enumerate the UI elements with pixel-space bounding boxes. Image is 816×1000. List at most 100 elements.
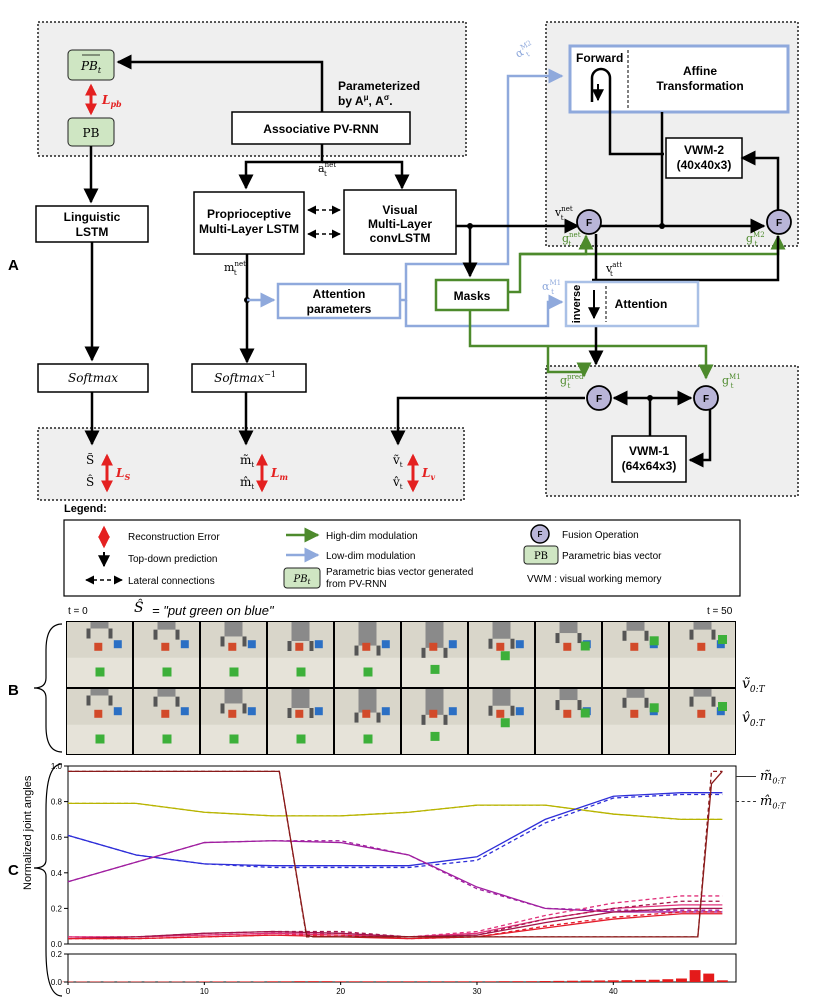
softmax-label: Softmax	[68, 371, 118, 385]
x-tick-label: 0	[66, 987, 71, 996]
legend-reconstruction: Reconstruction Error	[128, 532, 220, 543]
error-bar	[430, 981, 442, 982]
blue-cube	[515, 707, 524, 716]
vwm2-line1: VWM-2	[684, 143, 724, 157]
legend-pred: m̂0:T	[736, 794, 789, 811]
legend-fusion: Fusion Operation	[562, 530, 639, 541]
strip-frame	[67, 622, 132, 687]
blue-cube	[247, 640, 256, 649]
panel-label-b: B	[8, 682, 19, 699]
error-bar	[403, 981, 415, 982]
sentence-label: = "put green on blue"	[152, 603, 274, 618]
gripper-finger	[108, 628, 113, 639]
blue-cube	[515, 640, 524, 649]
gripper-finger	[108, 695, 113, 706]
error-bar	[321, 981, 333, 982]
gripper-arm	[492, 622, 511, 639]
error-bar	[648, 979, 660, 982]
forward-label: Forward	[576, 51, 623, 65]
green-cube	[363, 667, 373, 677]
error-bar	[226, 981, 238, 982]
legend-topdown: Top-down prediction	[128, 554, 218, 565]
frame-table	[469, 657, 534, 687]
fusion-node-2	[766, 209, 792, 235]
panel-b-brace	[33, 623, 63, 753]
strip-frame	[670, 689, 735, 754]
red-cube	[362, 709, 371, 718]
gripper-finger	[711, 629, 716, 640]
gripper-finger	[220, 636, 225, 647]
red-cube	[429, 642, 438, 651]
blue-cube	[113, 707, 122, 716]
legend-vwm: VWM : visual working memory	[527, 574, 661, 585]
error-bar	[689, 970, 701, 982]
red-cube	[295, 642, 304, 651]
strip-frame	[134, 689, 199, 754]
fusion-node-1-label: F	[586, 218, 592, 229]
gripper-finger	[488, 705, 493, 716]
parameterized-line2: by Aμ, Aσ.	[338, 93, 393, 108]
attention-params-line2: parameters	[307, 302, 372, 316]
frame-table	[536, 724, 601, 754]
gripper-arm	[626, 689, 645, 698]
forward-affine-box	[568, 44, 790, 114]
gripper-arm	[358, 622, 377, 646]
gripper-finger	[220, 703, 225, 714]
error-bar	[212, 981, 224, 982]
l-m-label: Lm	[270, 466, 288, 482]
blue-cube	[314, 707, 323, 716]
visual-line1: Visual	[382, 203, 417, 217]
gripper-finger	[689, 696, 694, 707]
strip-frame	[268, 689, 333, 754]
fusion-node-4	[693, 385, 719, 411]
error-bar	[662, 979, 674, 982]
red-cube	[429, 709, 438, 718]
legend-low-dim: Low-dim modulation	[326, 551, 416, 562]
error-bar	[444, 981, 456, 982]
gripper-finger	[287, 708, 292, 719]
bar-plot-area	[67, 953, 737, 983]
gripper-finger	[86, 628, 91, 639]
error-bar	[280, 981, 292, 982]
series-line-prediction	[67, 793, 723, 869]
error-bar	[485, 981, 497, 982]
error-bar	[635, 979, 647, 982]
blue-cube	[448, 640, 457, 649]
gripper-arm	[90, 689, 109, 696]
blue-cube	[113, 640, 122, 649]
strip-frame	[402, 689, 467, 754]
v-hat: v̂t	[392, 475, 403, 491]
visual-box	[343, 189, 457, 255]
legend-pb-generated-line2: from PV-RNN	[326, 579, 387, 590]
error-bar	[716, 980, 728, 982]
error-bar	[676, 978, 687, 982]
error-bar	[498, 981, 510, 982]
y-tick-label: 1.0	[51, 762, 63, 771]
gripper-arm	[492, 689, 511, 706]
error-bar	[539, 981, 551, 982]
alpha-m2-label: αM2t	[513, 39, 538, 63]
svg-text:PBt: PBt	[293, 574, 311, 586]
error-bar	[185, 981, 197, 983]
svg-text:F: F	[538, 530, 543, 539]
series-line-target	[67, 792, 723, 867]
frame-table	[536, 657, 601, 687]
associative-to-pb-arrow	[116, 54, 324, 112]
error-bar	[171, 981, 183, 983]
affine-line2: Transformation	[656, 79, 743, 93]
error-bar	[703, 973, 715, 982]
strip-frame	[134, 622, 199, 687]
gripper-finger	[622, 630, 627, 641]
error-bar	[621, 980, 633, 982]
y-tick-label: 0.8	[51, 798, 63, 807]
gripper-finger	[175, 629, 180, 640]
linguistic-line2: LSTM	[76, 225, 109, 239]
strip-frame	[335, 622, 400, 687]
gripper-arm	[358, 689, 377, 713]
error-bar	[362, 981, 374, 982]
error-bar	[416, 981, 428, 982]
gripper-finger	[510, 705, 515, 716]
architecture-diagram: PBt PB Lpb Associative PV-RNN Parameteri…	[35, 21, 799, 501]
